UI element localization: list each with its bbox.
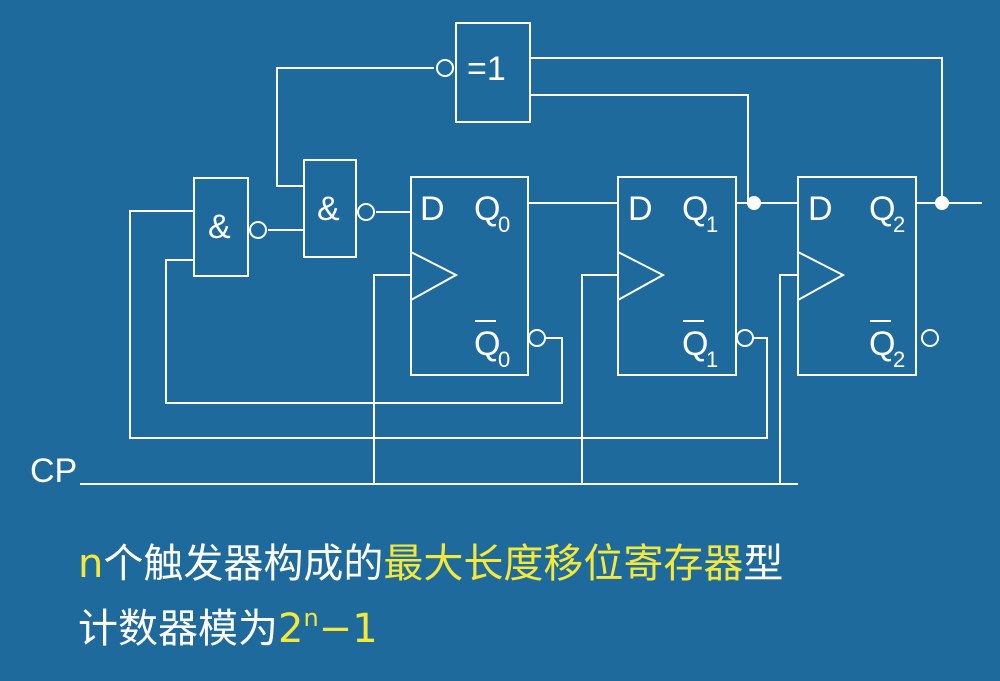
caption-counter-modulus-text: 计数器模为: [78, 606, 278, 652]
flip-flop-1-q-sub: 1: [706, 212, 718, 237]
wire-q1-to-xor: [530, 94, 749, 203]
flip-flop-2-qbar-label: Q: [869, 325, 895, 363]
nand-gate-2-label: &: [317, 190, 340, 228]
caption-formula-exponent: n: [303, 604, 319, 632]
wire-q2-to-xor: [530, 57, 943, 203]
caption-n: n: [78, 541, 104, 587]
junction-dot-q2: [935, 196, 949, 210]
flip-flop-0-body: [410, 176, 529, 376]
nand-gate-2-body: [303, 159, 357, 258]
nand-gate-1-body: [193, 177, 249, 277]
flip-flop-0-qbar-sub: 0: [498, 347, 510, 372]
flip-flop-2-clock-triangle: [797, 251, 846, 301]
clock-label: CP: [30, 452, 77, 490]
flip-flop-1-d-label: D: [628, 190, 653, 228]
caption-formula-base: 2: [278, 606, 304, 652]
flip-flop-1-body: [617, 176, 737, 376]
wire-clock-ff0: [373, 274, 411, 484]
flip-flop-2-qbar-sub: 2: [893, 347, 905, 372]
xor-gate: =1: [436, 22, 531, 123]
xor-output-bubble: [436, 59, 454, 77]
flip-flop-0: D Q 0 Q 0: [410, 176, 546, 376]
wire-xnor-to-nand2: [276, 67, 434, 187]
flip-flop-1-qbar-sub: 1: [706, 347, 718, 372]
flip-flop-2: D Q 2 Q 2: [797, 176, 939, 376]
flip-flop-1: D Q 1 Q 1: [617, 176, 754, 376]
flip-flop-0-qbar-label: Q: [474, 325, 500, 363]
flip-flop-2-d-label: D: [808, 190, 833, 228]
flip-flop-0-clock-triangle: [410, 251, 459, 301]
wire-clock-ff1: [581, 274, 618, 484]
nand-gate-2: &: [303, 159, 375, 258]
caption-segment-type: 型: [743, 541, 784, 587]
xor-gate-label: =1: [467, 50, 506, 88]
nand-gate-2-output-bubble: [357, 203, 375, 221]
nand-gate-1-output-bubble: [249, 221, 267, 239]
caption-segment-triggers: 个触发器构成的: [103, 541, 384, 587]
caption-formula-tail: −1: [318, 606, 378, 652]
caption-highlight-register: 最大长度移位寄存器: [383, 541, 744, 587]
flip-flop-0-q-label: Q: [474, 190, 500, 228]
flip-flop-0-qbar-bubble: [528, 329, 546, 347]
flip-flop-2-body: [797, 176, 917, 376]
flip-flop-2-qbar-bubble: [921, 329, 939, 347]
flip-flop-1-clock-triangle: [617, 251, 666, 301]
flip-flop-1-q-label: Q: [682, 190, 708, 228]
caption-line-2: 计数器模为2n−1: [78, 594, 378, 653]
nand-gate-1-label: &: [208, 208, 231, 246]
xor-gate-body: [455, 22, 531, 123]
wire-clock-ff2: [779, 274, 798, 484]
flip-flop-1-qbar-label: Q: [682, 325, 708, 363]
flip-flop-1-qbar-bubble: [736, 329, 754, 347]
flip-flop-2-q-sub: 2: [893, 212, 905, 237]
wires: [80, 57, 982, 485]
caption-line-1: n个触发器构成的最大长度移位寄存器型: [78, 540, 783, 588]
flip-flop-0-d-label: D: [420, 190, 445, 228]
nand-gate-1: &: [193, 177, 267, 277]
junction-dot-q1: [747, 196, 761, 210]
flip-flop-2-q-label: Q: [869, 190, 895, 228]
wire-q1bar-to-nand1: [129, 210, 768, 439]
wire-q0bar-to-nand1: [165, 259, 563, 404]
flip-flop-0-q-sub: 0: [498, 212, 510, 237]
